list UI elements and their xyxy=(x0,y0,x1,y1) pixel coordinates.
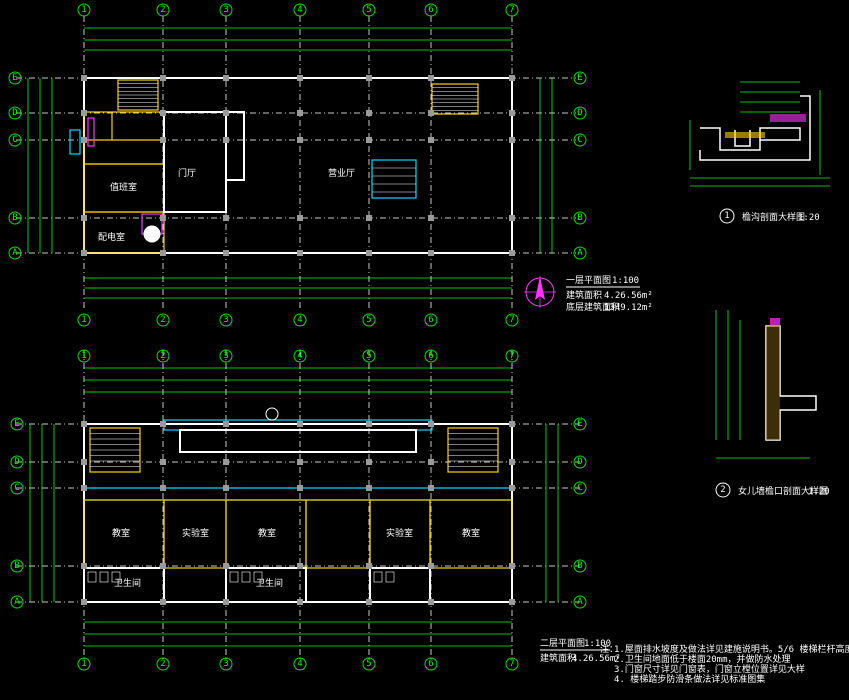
axis-label-plan1-left-0: E xyxy=(12,73,17,83)
axis-label-plan1-bottom-1: 2 xyxy=(160,315,165,325)
axis-label-plan2-bottom-2: 3 xyxy=(223,659,228,669)
axis-label-plan2-left-3: B xyxy=(14,561,19,571)
axis-label-plan2-left-1: D xyxy=(14,457,19,467)
svg-text:卫生间: 卫生间 xyxy=(256,577,283,589)
axis-label-plan1-top-5: 6 xyxy=(428,5,433,15)
svg-text:值班室: 值班室 xyxy=(110,181,137,193)
axis-label-plan2-left-0: E xyxy=(14,419,19,429)
axis-label-plan1-right-3: B xyxy=(577,213,582,223)
axis-label-plan1-left-2: C xyxy=(12,135,17,145)
north-arrow-icon xyxy=(524,276,556,308)
axis-label-plan2-right-2: C xyxy=(577,483,582,493)
axis-label-plan2-right-0: E xyxy=(577,419,582,429)
plan2-title: 二层平面图 xyxy=(540,638,585,649)
axis-label-plan1-right-0: E xyxy=(577,73,582,83)
axis-label-plan2-bottom-4: 5 xyxy=(366,659,371,669)
plan1-scale: 1:100 xyxy=(612,276,639,286)
svg-text:卫生间: 卫生间 xyxy=(114,577,141,589)
axis-label-plan1-top-4: 5 xyxy=(366,5,371,15)
axis-label-plan1-left-1: D xyxy=(12,108,17,118)
note-line-4: 4. 楼梯踏步防滑条做法详见标准图集 xyxy=(614,673,765,685)
axis-label-plan2-right-3: B xyxy=(577,561,582,571)
axis-label-plan1-top-1: 2 xyxy=(160,5,165,15)
axis-label-plan1-top-6: 7 xyxy=(509,5,514,15)
axis-label-plan1-bottom-2: 3 xyxy=(223,315,228,325)
axis-label-plan1-top-2: 3 xyxy=(223,5,228,15)
svg-text:教室: 教室 xyxy=(462,527,480,539)
axis-label-plan1-right-4: A xyxy=(577,248,583,258)
second-floor-plan: 教室 实验室 教室 实验室 教室 卫生间 卫生间 二层平面图 1:100 建筑面… xyxy=(16,350,621,664)
axis-label-plan1-right-2: C xyxy=(577,135,582,145)
axis-label-plan1-bottom-5: 6 xyxy=(428,315,433,325)
plan2-stat-value-0: 4.26.56m² xyxy=(572,654,621,664)
detail-1-number: 1 xyxy=(724,211,729,221)
detail-1-gutter-section: 1 檐沟剖面大样图 1:20 xyxy=(689,81,830,224)
axis-label-plan2-top-4: 5 xyxy=(366,351,371,361)
axis-label-plan1-bottom-3: 4 xyxy=(297,315,302,325)
plan2-stat-label-0: 建筑面积 xyxy=(540,652,576,664)
axis-label-plan2-top-1: 2 xyxy=(160,351,165,361)
axis-label-plan2-bottom-6: 7 xyxy=(509,659,514,669)
svg-text:配电室: 配电室 xyxy=(98,231,125,243)
axis-label-plan2-top-2: 3 xyxy=(223,351,228,361)
axis-label-plan2-top-3: 4 xyxy=(297,351,302,361)
axis-label-plan1-bottom-4: 5 xyxy=(366,315,371,325)
svg-text:门厅: 门厅 xyxy=(178,167,196,179)
plan1-title: 一层平面图 xyxy=(566,275,611,286)
axis-label-plan2-top-6: 7 xyxy=(509,351,514,361)
axis-label-plan2-top-5: 6 xyxy=(428,351,433,361)
detail-2-number: 2 xyxy=(720,485,725,495)
plan2-scale: 1:100 xyxy=(584,639,611,649)
axis-label-plan2-bottom-5: 6 xyxy=(428,659,433,669)
axis-label-plan1-left-3: B xyxy=(12,213,17,223)
axis-label-plan2-right-1: D xyxy=(577,457,582,467)
svg-text:教室: 教室 xyxy=(112,527,130,539)
note-line-3: 3.门窗尺寸详见门窗表，门窗立樘位置详见大样 xyxy=(614,663,805,675)
ground-floor-plan: 门厅 营业厅 值班室 配电室 一层平面图 1:100 建筑面积 4.26.56m… xyxy=(16,16,653,313)
axis-label-plan1-bottom-0: 1 xyxy=(81,315,86,325)
axis-label-plan2-right-4: A xyxy=(577,597,583,607)
svg-text:实验室: 实验室 xyxy=(182,527,209,539)
axis-label-plan2-bottom-1: 2 xyxy=(160,659,165,669)
plan1-stat-value-0: 4.26.56m² xyxy=(604,291,653,301)
axis-label-plan2-bottom-0: 1 xyxy=(81,659,86,669)
axis-label-plan2-left-4: A xyxy=(14,597,20,607)
detail-2-scale: 1:20 xyxy=(808,487,830,497)
axis-label-plan1-top-3: 4 xyxy=(297,5,302,15)
note-line-1: 1.屋面排水坡度及做法详见建施说明书。5/6 楼梯栏杆高度1050mm xyxy=(614,643,849,655)
note-line-2: 2.卫生间地面低于楼面20mm，并做防水处理 xyxy=(614,653,791,665)
notes-label: 注： xyxy=(600,643,618,655)
plan1-stat-label-1: 底层建筑面积 xyxy=(566,301,620,313)
svg-text:实验室: 实验室 xyxy=(386,527,413,539)
detail-1-scale: 1:20 xyxy=(798,213,820,223)
axis-label-plan1-right-1: D xyxy=(577,108,582,118)
axis-label-plan1-bottom-6: 7 xyxy=(509,315,514,325)
general-notes: 注： 1.屋面排水坡度及做法详见建施说明书。5/6 楼梯栏杆高度1050mm 2… xyxy=(600,643,849,685)
plan1-stat-label-0: 建筑面积 xyxy=(566,289,602,301)
axis-label-plan2-bottom-3: 4 xyxy=(297,659,302,669)
plan1-stat-value-1: 1349.12m² xyxy=(604,303,653,313)
svg-text:营业厅: 营业厅 xyxy=(328,167,355,179)
axis-label-plan1-left-4: A xyxy=(12,248,18,258)
detail-1-title: 檐沟剖面大样图 xyxy=(742,211,805,223)
detail-2-title: 女儿墙檐口剖面大样图 xyxy=(738,485,828,497)
axis-label-plan1-top-0: 1 xyxy=(81,5,86,15)
svg-text:教室: 教室 xyxy=(258,527,276,539)
axis-label-plan2-top-0: 1 xyxy=(81,351,86,361)
detail-2-parapet-section: 2 女儿墙檐口剖面大样图 1:20 xyxy=(715,310,830,498)
axis-label-plan2-left-2: C xyxy=(14,483,19,493)
